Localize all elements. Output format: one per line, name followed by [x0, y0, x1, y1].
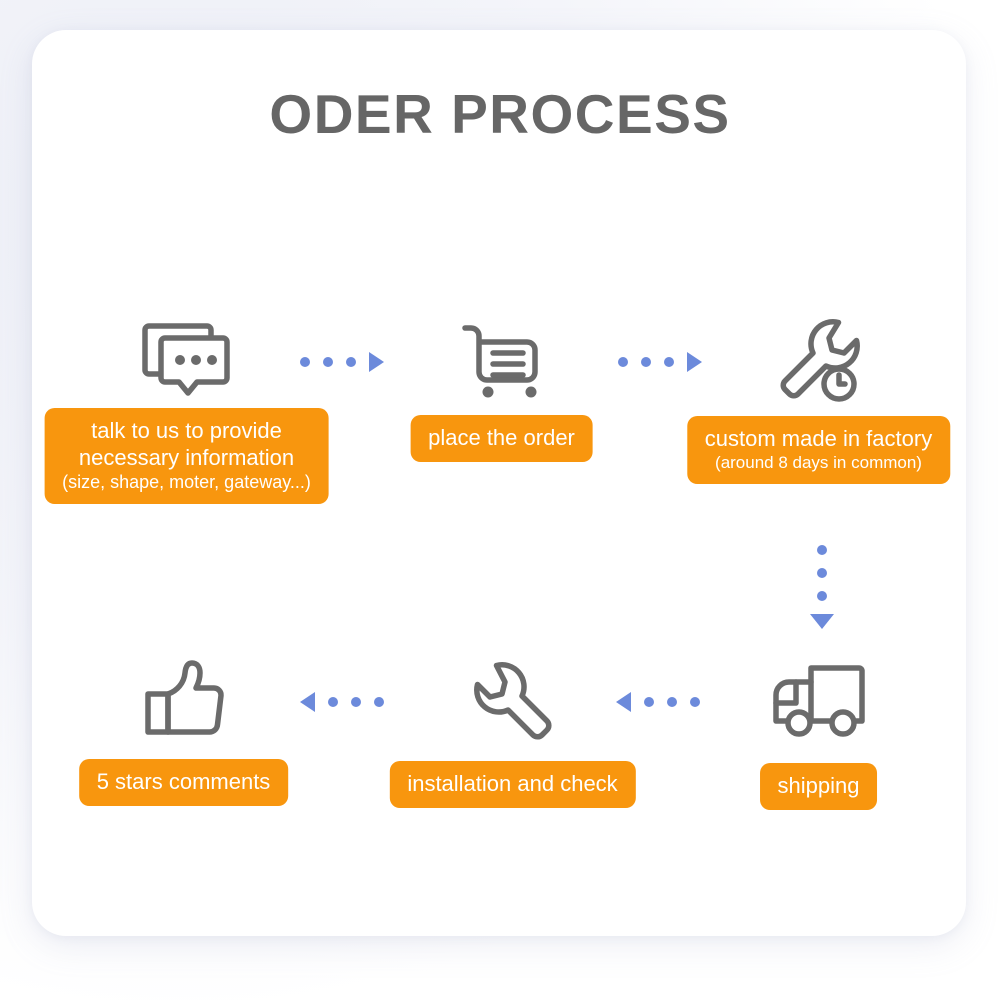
arrow-dot — [667, 697, 677, 707]
step-shipping: shipping — [759, 663, 878, 810]
label-line-1: custom made in factory — [704, 426, 933, 451]
label-line-1: installation and check — [407, 771, 618, 796]
step-label-five-stars: 5 stars comments — [78, 759, 289, 806]
arrow-head-left-icon — [300, 692, 315, 712]
arrow-dot — [300, 357, 310, 367]
label-line-1: talk to us to provide — [91, 418, 282, 443]
step-label-custom-made: custom made in factory (around 8 days in… — [686, 416, 951, 484]
label-line-3: (size, shape, moter, gateway...) — [62, 471, 311, 492]
arrow-dot — [374, 697, 384, 707]
step-installation: installation and check — [389, 660, 636, 808]
step-label-installation: installation and check — [389, 761, 636, 808]
arrow-head-left-icon — [616, 692, 631, 712]
connector-1-2 — [300, 352, 384, 372]
connector-4-5 — [616, 692, 700, 712]
arrow-dot — [817, 568, 827, 578]
arrow-dot — [664, 357, 674, 367]
label-line-1: shipping — [777, 773, 860, 798]
step-place-order: place the order — [410, 320, 593, 462]
step-talk-to-us: talk to us to provide necessary informat… — [44, 318, 329, 504]
page-title: ODER PROCESS — [269, 83, 731, 145]
step-label-shipping: shipping — [759, 763, 878, 810]
connector-3-4 — [810, 545, 834, 629]
label-line-1: 5 stars comments — [96, 769, 271, 794]
step-custom-made: custom made in factory (around 8 days in… — [686, 315, 951, 484]
chat-bubbles-icon — [139, 318, 235, 400]
arrow-head-down-icon — [810, 614, 834, 629]
arrow-dot — [328, 697, 338, 707]
step-five-stars: 5 stars comments — [78, 658, 289, 806]
step-label-talk-to-us: talk to us to provide necessary informat… — [44, 408, 329, 504]
label-line-2: necessary information — [78, 444, 295, 470]
wrench-icon — [472, 660, 554, 744]
delivery-truck-icon — [771, 663, 867, 741]
arrow-dot — [817, 545, 827, 555]
arrow-dot — [690, 697, 700, 707]
arrow-dot — [644, 697, 654, 707]
thumbs-up-icon — [140, 658, 228, 744]
arrow-dot — [346, 357, 356, 367]
arrow-head-right-icon — [369, 352, 384, 372]
label-line-1: place the order — [428, 425, 575, 450]
arrow-dot — [323, 357, 333, 367]
arrow-head-right-icon — [687, 352, 702, 372]
arrow-dot — [351, 697, 361, 707]
arrow-dot — [618, 357, 628, 367]
arrow-dot — [817, 591, 827, 601]
shopping-cart-icon — [457, 320, 547, 400]
arrow-dot — [641, 357, 651, 367]
connector-2-3 — [618, 352, 702, 372]
connector-5-6 — [300, 692, 384, 712]
wrench-clock-icon — [775, 315, 863, 403]
label-sub: (around 8 days in common) — [715, 452, 922, 472]
step-label-place-order: place the order — [410, 415, 593, 462]
